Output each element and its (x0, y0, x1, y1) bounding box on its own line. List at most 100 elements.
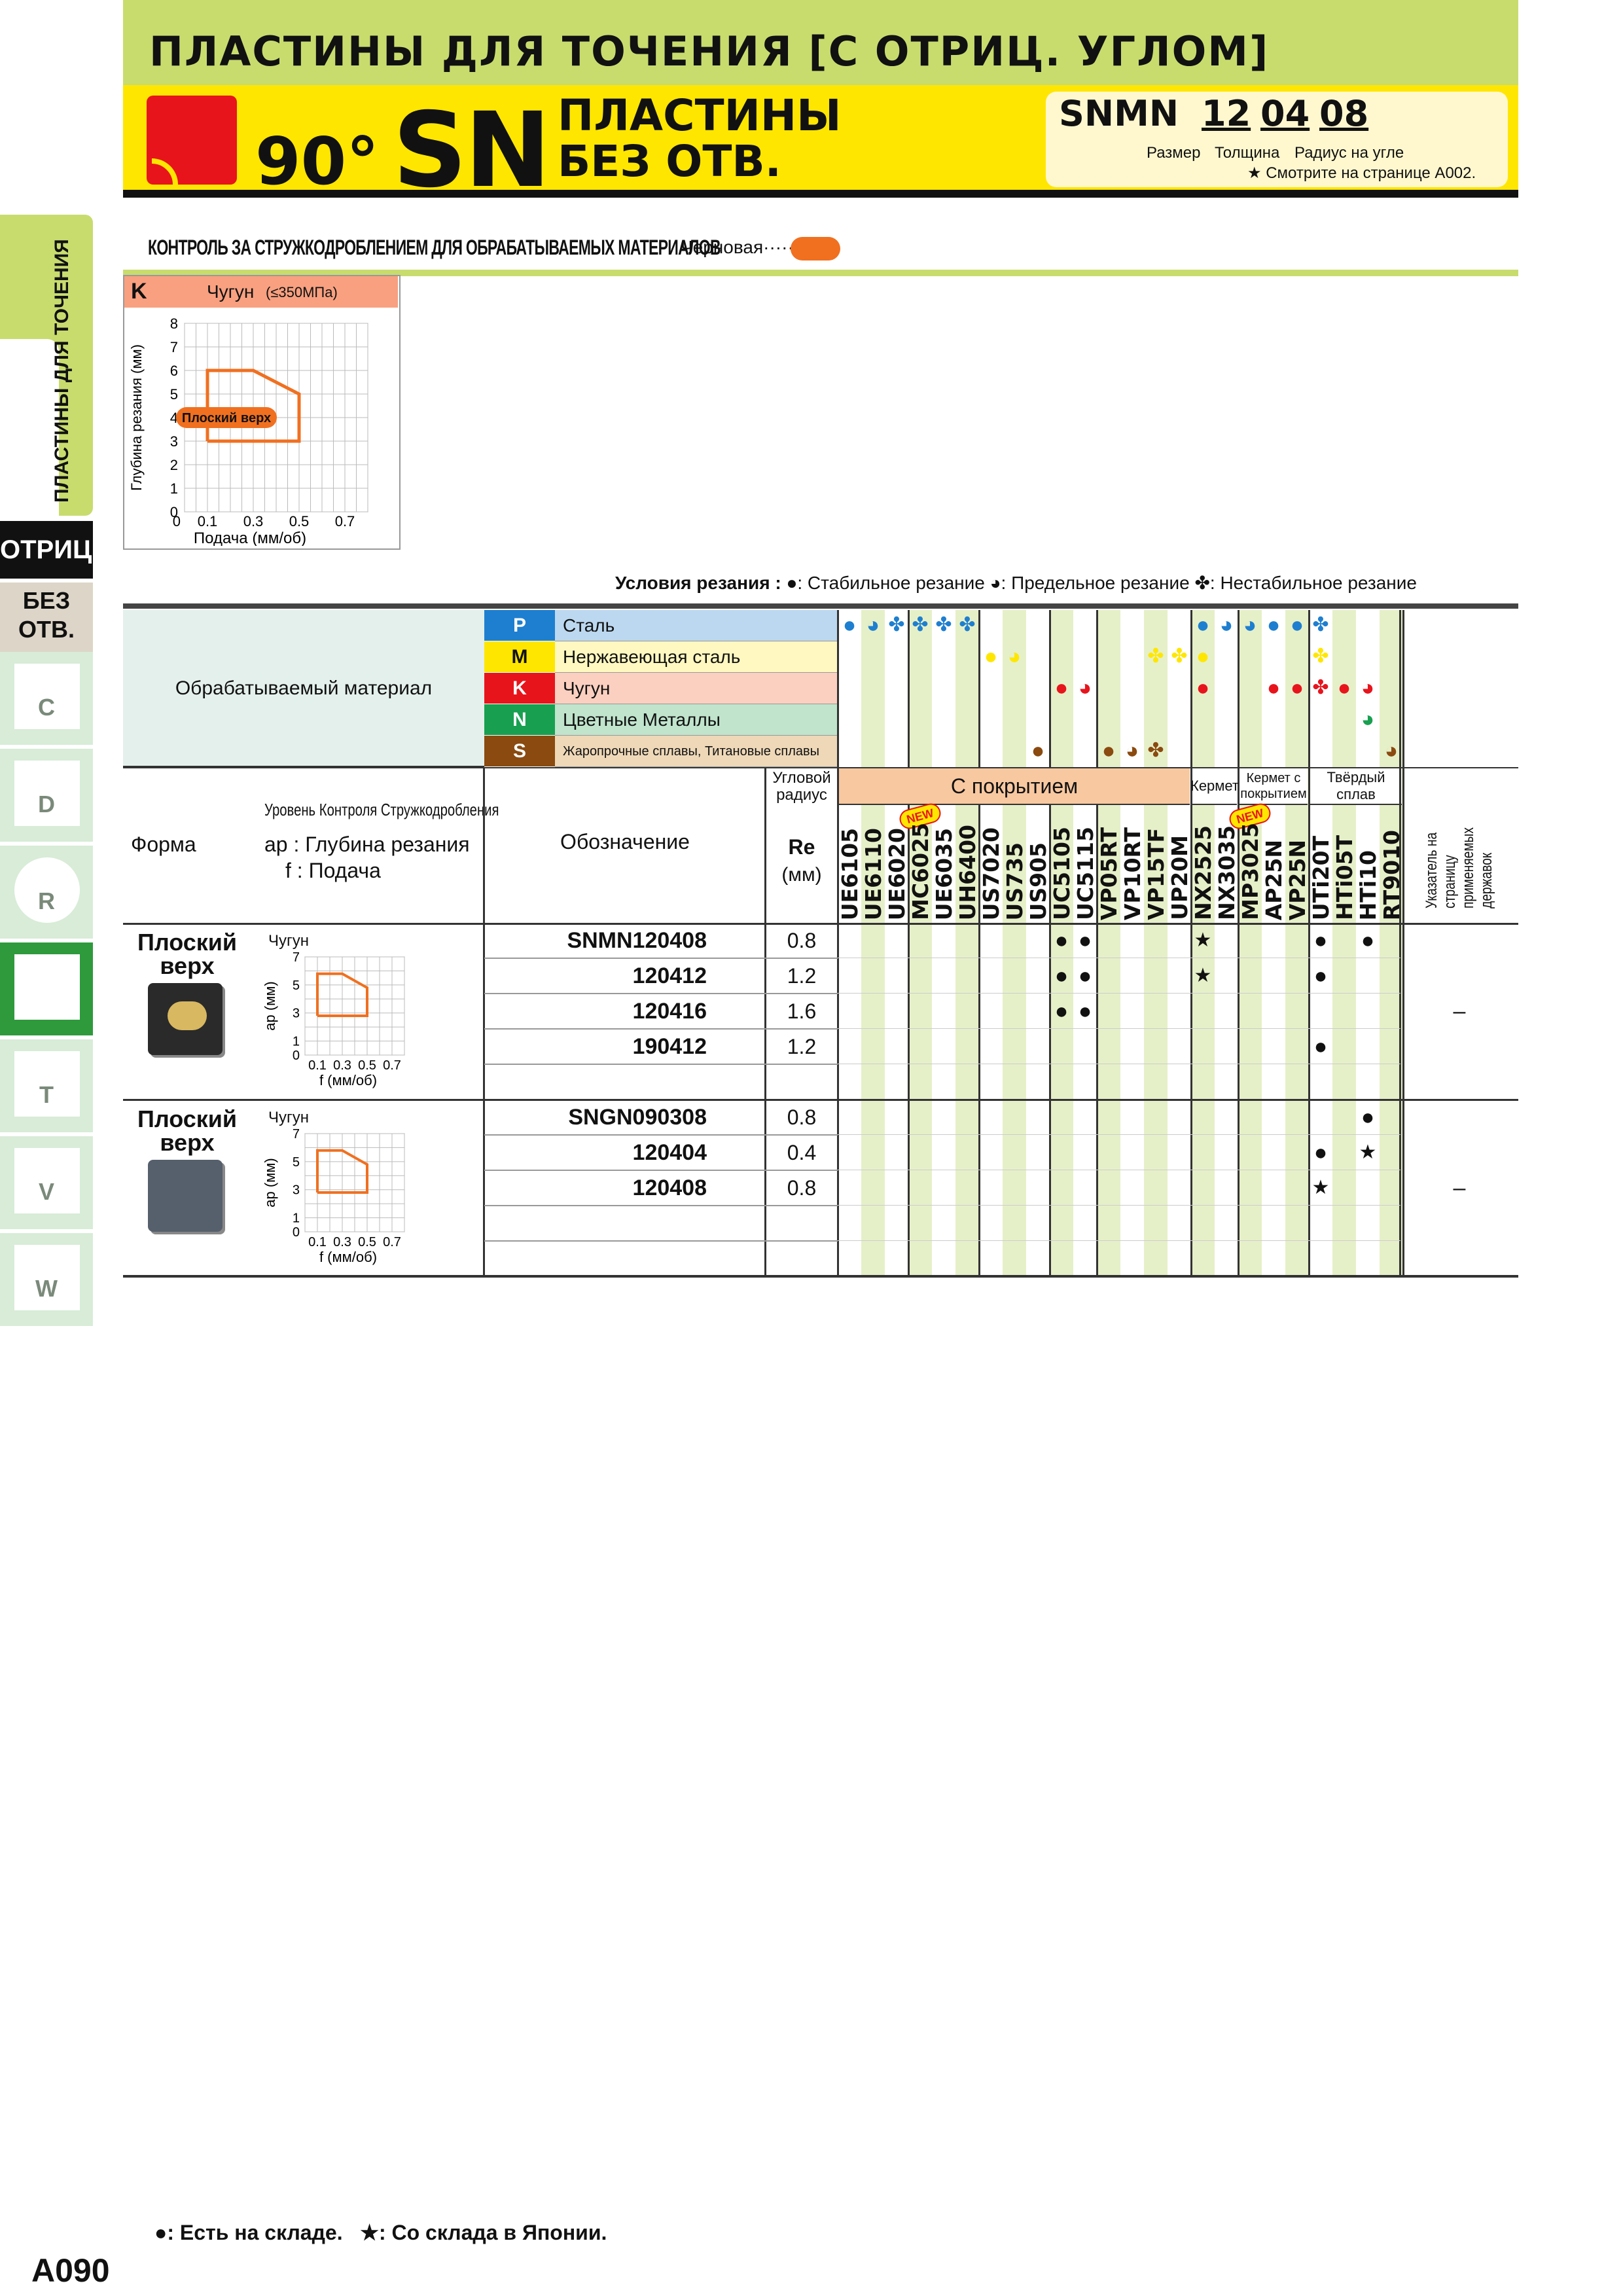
mini-ylabel: ap (мм) (262, 1158, 278, 1208)
unstable-cut-icon: ✤ (888, 614, 905, 636)
grade-header-uc5105: UC5105 (1049, 827, 1075, 920)
japan-stock-icon: ★ (1359, 1141, 1377, 1163)
sidebar-neg-tab[interactable]: ОТРИЦ. (0, 521, 99, 579)
stable-cut-icon: ● (842, 613, 857, 637)
re-cell: 0.8 (787, 1176, 817, 1200)
grade-group-divider (908, 610, 910, 1276)
grade-name: HTi05T (1331, 835, 1357, 920)
label-thickness: Толщина (1215, 144, 1280, 162)
carbide-group-header: Твёрдый сплав (1310, 768, 1402, 805)
grade-column-stripe (1050, 610, 1073, 1276)
footer-legend: ●: Есть на складе. ★: Со склада в Японии… (154, 2221, 607, 2244)
row-divider-grades (838, 993, 1400, 994)
material-letter-n: N (484, 704, 555, 736)
grade-column-stripe (1238, 610, 1262, 1276)
shape-name: ПЛАСТИНЫ БЕЗ ОТВ. (558, 93, 841, 185)
material-letter-k: K (484, 673, 555, 704)
designation-cell: 120408 (632, 1175, 707, 1200)
chart-xtick: 0.5 (289, 513, 310, 529)
grade-column-stripe (908, 610, 932, 1276)
grade-header-ue6035: UE6035 (931, 827, 957, 920)
form-header: Форма (131, 833, 196, 856)
star-icon: ★ (1247, 164, 1266, 182)
grade-name: UC5115 (1072, 827, 1098, 920)
chart-ytick: 1 (170, 480, 178, 497)
grade-name: MP3025 (1237, 823, 1263, 920)
grade-header-us735: US735 (1002, 827, 1027, 920)
label-size: Размер (1147, 144, 1201, 162)
shape-name-line2: БЕЗ ОТВ. (558, 136, 781, 187)
shape-t-icon (14, 1051, 80, 1117)
material-name-m: Нержавеющая сталь (555, 641, 838, 673)
cermet-group-header: Кермет (1190, 768, 1239, 805)
grade-name: VP25N (1284, 839, 1310, 920)
f-header: f : Подача (285, 859, 381, 882)
designation-cell: 120416 (632, 999, 707, 1024)
unstable-cut-icon: ✤ (1312, 614, 1329, 636)
insert-image (148, 1160, 223, 1232)
shape-tab-label: D (38, 791, 55, 817)
limit-cut-icon: ◕ (1125, 738, 1139, 763)
chart-ytick: 6 (170, 363, 178, 379)
unstable-cut-icon: ✤ (1312, 677, 1329, 698)
unstable-cut-icon: ✤ (912, 614, 929, 636)
chart-xtick-zero: 0 (173, 513, 181, 529)
sidebar-nohole-tab[interactable]: БЕЗ ОТВ. (0, 583, 93, 652)
unstable-cut-icon: ✤ (1312, 645, 1329, 667)
shape-r-icon (14, 857, 80, 923)
mini-ytick: 7 (293, 1127, 300, 1141)
legend-limit: : Предельное резание (1001, 573, 1190, 593)
grade-column-stripe (1003, 610, 1026, 1276)
row-divider (484, 1134, 838, 1136)
table-bottom-rule (123, 1275, 1518, 1278)
sidebar-shape-tab-d[interactable]: D (0, 749, 93, 842)
mini-xtick: 0.3 (333, 1235, 351, 1249)
chart-ytick: 7 (170, 339, 178, 355)
coated-group-header: С покрытием (839, 768, 1190, 805)
grade-name: UE6035 (931, 827, 957, 920)
angle-label: 90° (255, 123, 380, 200)
designation-divider (483, 767, 485, 1276)
sidebar-shape-tab-v[interactable]: V (0, 1136, 93, 1229)
see-page-note: ★ Смотрите на странице A002. (1247, 164, 1476, 182)
japan-stock-icon: ★ (1194, 965, 1212, 986)
grade-column-stripe (1191, 610, 1215, 1276)
mini-ytick: 3 (293, 1007, 300, 1021)
stable-icon: ● (786, 573, 798, 593)
sidebar-main-tab[interactable]: ПЛАСТИНЫ ДЛЯ ТОЧЕНИЯ (0, 215, 93, 516)
mini-ytick: 0 (293, 1049, 300, 1063)
limit-icon: ◕ (990, 573, 1001, 593)
sidebar-shape-tab-r[interactable]: R (0, 846, 93, 939)
mini-area-outline (316, 1149, 368, 1194)
sidebar-shape-tab-s[interactable]: S (0, 942, 93, 1035)
chip-chart-box (123, 275, 401, 550)
grade-name: UH6400 (954, 824, 980, 920)
in-stock-icon: ● (1054, 999, 1069, 1024)
mini-area-outline (316, 972, 368, 1017)
row-divider-grades (838, 1028, 1400, 1029)
page-number: A090 (31, 2252, 110, 2289)
stable-cut-icon: ● (984, 644, 998, 669)
grade-name: UP20M (1166, 835, 1192, 920)
stable-cut-icon: ● (1054, 675, 1069, 700)
re-cell: 1.6 (787, 999, 817, 1023)
sidebar-shape-tab-w[interactable]: W (0, 1233, 93, 1326)
chart-ytick: 2 (170, 457, 178, 473)
grade-name: NX2525 (1190, 825, 1216, 920)
grade-header-us905: US905 (1026, 827, 1051, 920)
grade-header-hti05t: HTi05T (1331, 827, 1357, 920)
sidebar-shape-tab-t[interactable]: T (0, 1039, 93, 1132)
unstable-cut-icon: ✤ (1171, 645, 1188, 667)
chart-condition: (≤350МПа) (266, 284, 338, 300)
section-underline (123, 270, 1518, 276)
group-bottom-rule (123, 1099, 1518, 1101)
in-stock-icon: ● (1313, 1140, 1328, 1165)
chart-ylabel: Глубина резания (мм) (128, 344, 145, 491)
grade-name: US7020 (978, 827, 1004, 920)
in-stock-icon: ● (1313, 963, 1328, 988)
grade-name: UE6110 (860, 827, 886, 920)
label-radius: Радиус на угле (1294, 144, 1404, 162)
header-bottom-rule (123, 923, 1518, 925)
chart-ytick: 0 (170, 504, 178, 520)
sidebar-shape-tab-c[interactable]: C (0, 652, 93, 745)
